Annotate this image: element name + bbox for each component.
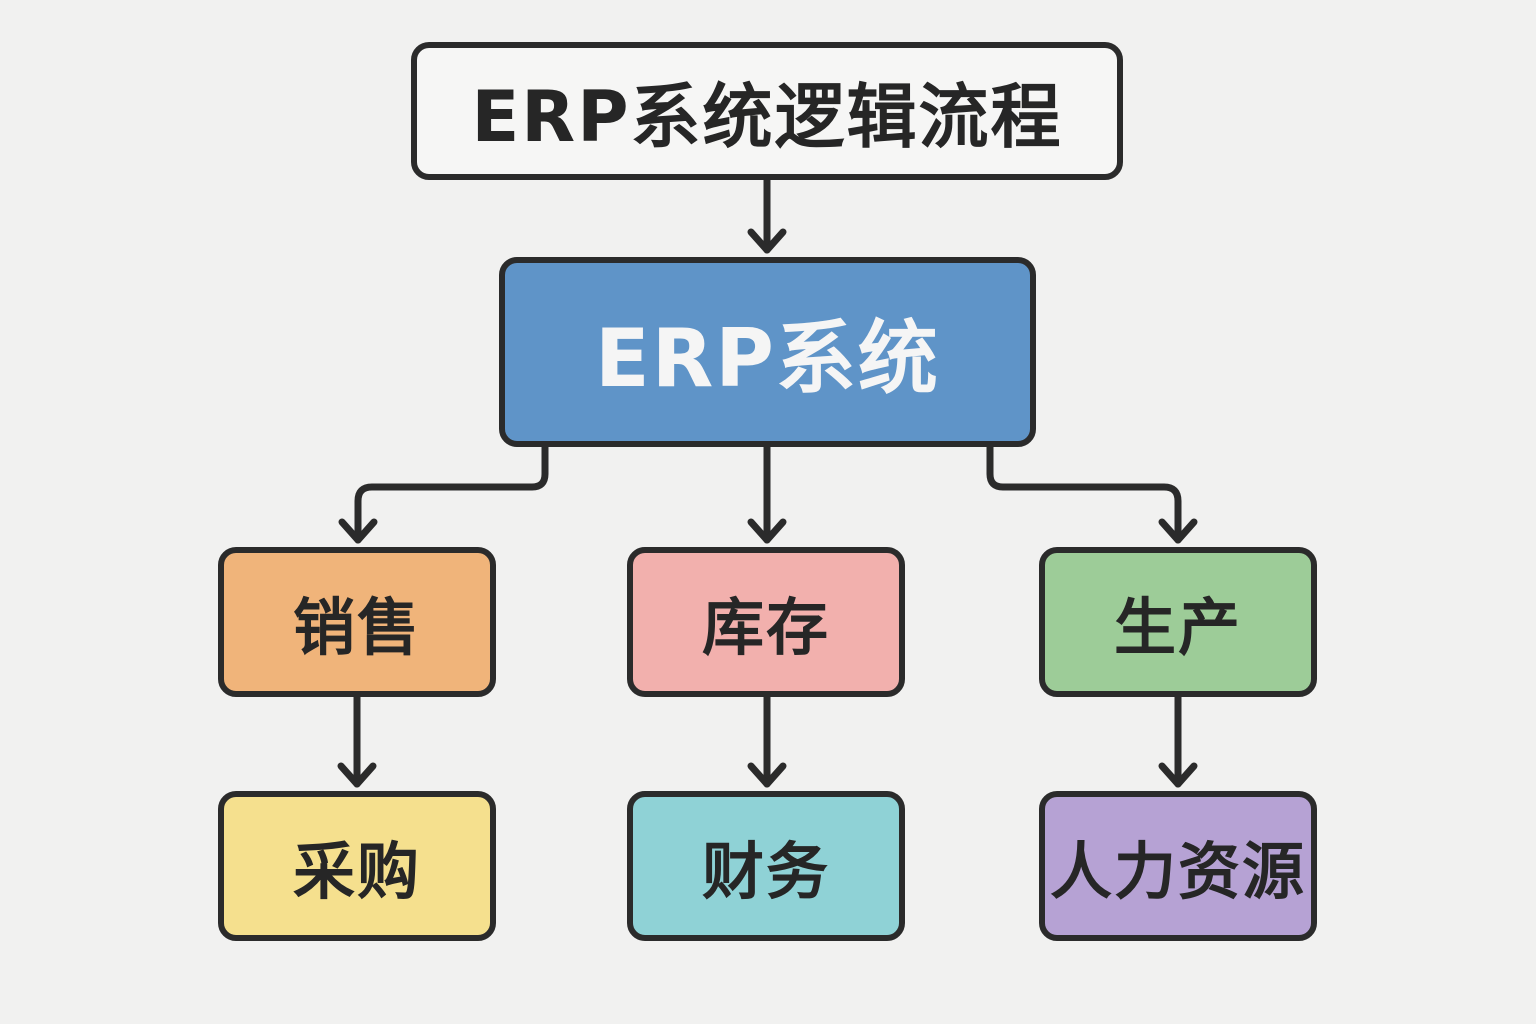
title-label: ERP系统逻辑流程 (471, 75, 1063, 158)
production-node: 生产 (1039, 547, 1317, 697)
production-label: 生产 (1113, 591, 1242, 664)
finance-label: 财务 (701, 835, 830, 908)
edge-erp-to-sales (354, 443, 549, 544)
erp-system-label: ERP系统 (595, 312, 940, 405)
title-node: ERP系统逻辑流程 (411, 42, 1123, 180)
arrowhead-erp-to-production (1158, 518, 1198, 544)
inventory-node: 库存 (627, 547, 905, 697)
purchase-node: 采购 (218, 791, 496, 941)
arrowhead-erp-to-sales (338, 518, 378, 544)
inventory-label: 库存 (701, 591, 830, 664)
sales-node: 销售 (218, 547, 496, 697)
arrowhead-title-to-erp (747, 228, 787, 254)
arrowhead-erp-to-inventory (747, 518, 787, 544)
edge-erp-to-production (986, 443, 1182, 544)
arrowhead-inventory-to-finance (747, 762, 787, 788)
arrowhead-production-to-hr (1158, 762, 1198, 788)
erp-system-node: ERP系统 (499, 257, 1036, 447)
finance-node: 财务 (627, 791, 905, 941)
hr-node: 人力资源 (1039, 791, 1317, 941)
sales-label: 销售 (292, 591, 421, 664)
hr-label: 人力资源 (1049, 835, 1306, 908)
arrowhead-sales-to-purchase (337, 762, 377, 788)
purchase-label: 采购 (292, 835, 421, 908)
